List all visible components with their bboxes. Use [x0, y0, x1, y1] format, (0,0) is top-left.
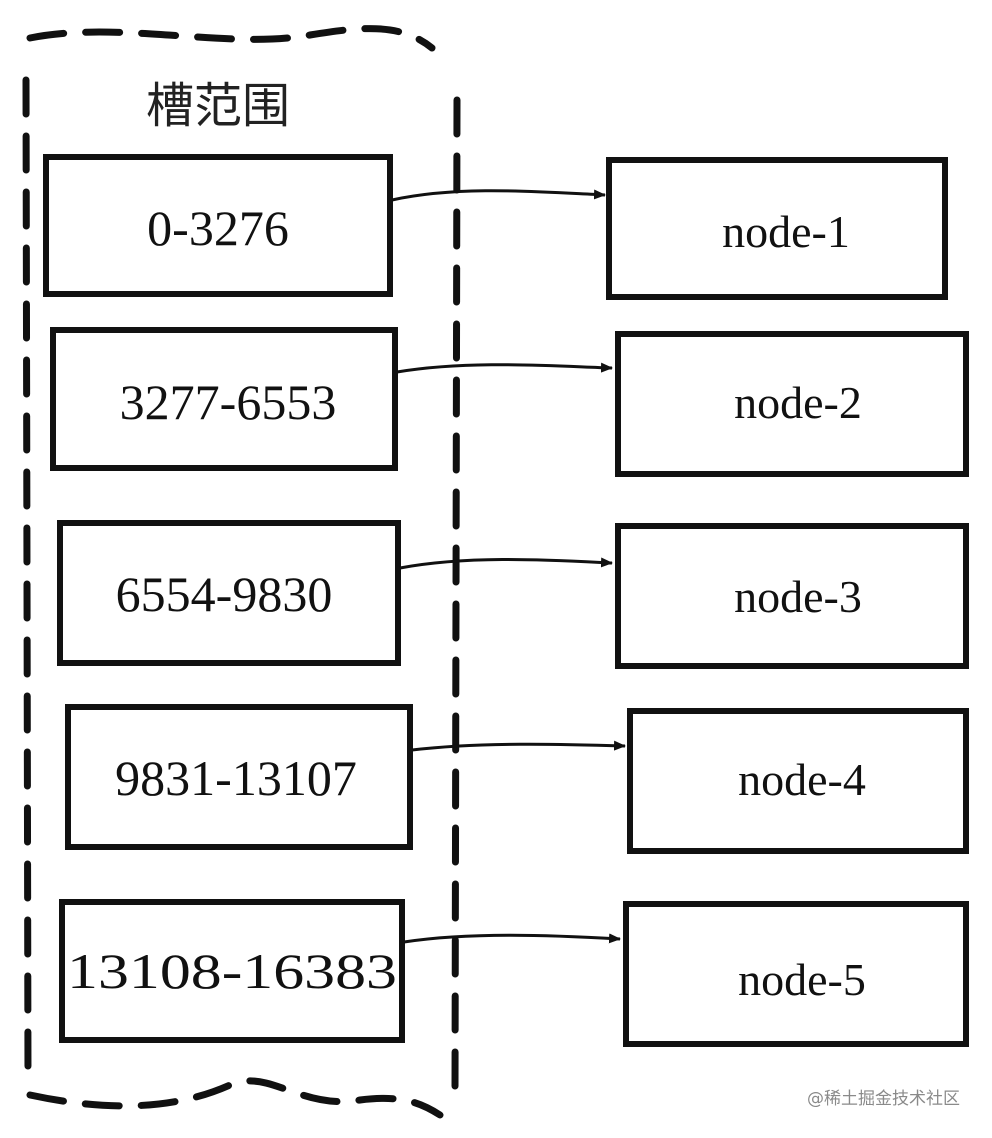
- node-box: node-5: [623, 901, 969, 1047]
- node-box: node-2: [615, 331, 969, 477]
- group-left-border: [22, 76, 32, 1084]
- node-label: node-5: [738, 954, 866, 1005]
- node-box: node-4: [627, 708, 969, 854]
- mapping-arrow: [399, 557, 613, 570]
- node-label: node-1: [722, 206, 850, 257]
- mapping-arrow: [391, 189, 606, 202]
- mapping-arrow: [411, 740, 626, 752]
- node-box: node-3: [615, 523, 969, 669]
- slot-range-box: 3277-6553: [50, 327, 398, 471]
- group-right-border: [451, 96, 461, 1094]
- slot-range-label: 13108-16383: [67, 943, 397, 999]
- mapping-arrow: [396, 362, 613, 374]
- group-label: 槽范围: [146, 78, 290, 134]
- node-label: node-2: [734, 377, 862, 428]
- group-top-border: [26, 25, 436, 52]
- slot-range-box: 0-3276: [43, 154, 393, 297]
- slot-range-label: 9831-13107: [115, 750, 357, 806]
- watermark: @稀土掘金技术社区: [807, 1089, 960, 1109]
- slot-range-box: 6554-9830: [57, 520, 401, 666]
- slot-range-label: 3277-6553: [120, 374, 337, 430]
- group-bottom-border: [26, 1077, 444, 1119]
- slot-range-box: 9831-13107: [65, 704, 413, 850]
- slot-range-box: 13108-16383: [59, 899, 405, 1043]
- node-label: node-3: [734, 571, 862, 622]
- node-box: node-1: [606, 157, 948, 300]
- slot-range-label: 0-3276: [147, 200, 289, 256]
- mapping-arrow: [403, 933, 621, 944]
- slot-range-label: 6554-9830: [116, 566, 333, 622]
- node-label: node-4: [738, 754, 866, 805]
- slot-range-group: [22, 25, 461, 1119]
